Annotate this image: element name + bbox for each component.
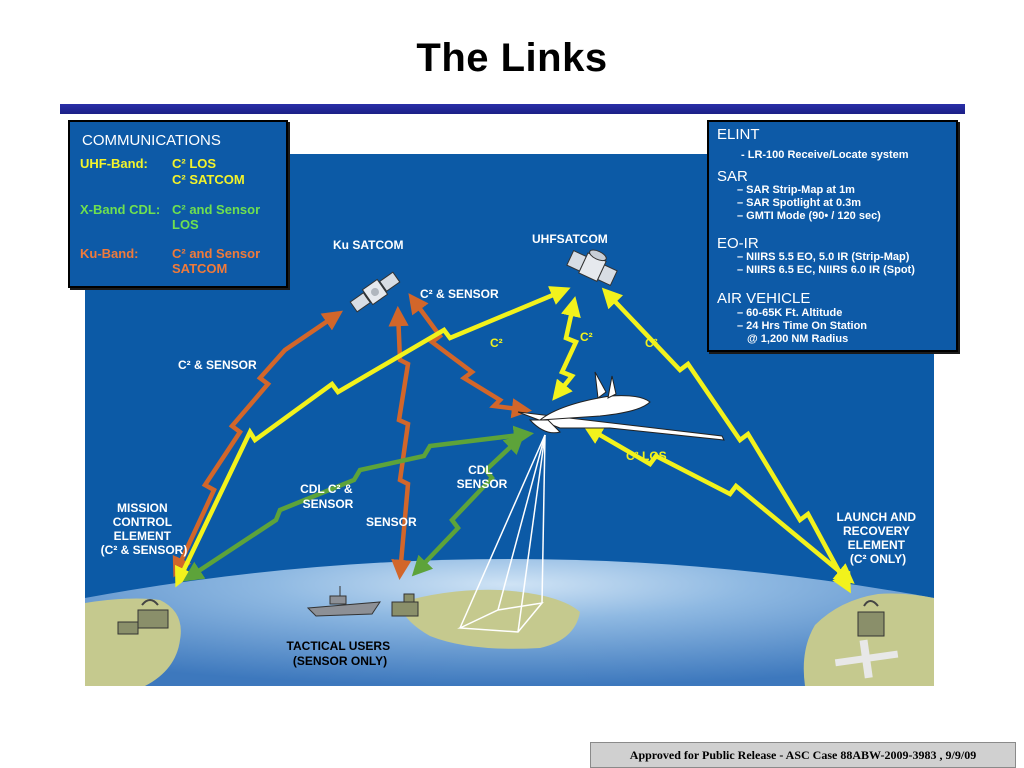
sar-item: – GMTI Mode (90• / 120 sec) (737, 210, 881, 222)
tactical-ship-icon (306, 586, 381, 617)
air-vehicle-item: – 60-65K Ft. Altitude (737, 307, 843, 319)
eoir-heading: EO-IR (717, 235, 759, 252)
launch-recovery-line: ELEMENT (848, 538, 906, 552)
title-divider (60, 104, 965, 114)
c2-label-b: C² (580, 330, 593, 344)
cdl-c2-sensor-line: CDL C² & (300, 482, 353, 496)
uhf-link-satcom-to-aircraft (552, 296, 581, 401)
c2-sensor-left-label: C² & SENSOR (178, 358, 257, 372)
ku-satellite-icon (349, 271, 401, 313)
mission-control-line: ELEMENT (114, 529, 172, 543)
tactical-users-line: (SENSOR ONLY) (293, 654, 387, 668)
cdl-sensor-label: CDL SENSOR (457, 463, 508, 491)
launch-recovery-line: (C² ONLY) (850, 552, 906, 566)
ku-band-value: SATCOM (172, 261, 228, 276)
ku-satcom-label: Ku SATCOM (333, 238, 403, 252)
communications-heading: COMMUNICATIONS (82, 132, 221, 149)
elint-item: - LR-100 Receive/Locate system (741, 149, 909, 161)
sar-item: – SAR Spotlight at 0.3m (737, 197, 862, 209)
tactical-users-label: TACTICAL USERS (SENSOR ONLY) (287, 639, 394, 668)
ku-band-value: C² and Sensor (172, 246, 261, 261)
launch-recovery-facility-icon (857, 600, 885, 637)
eoir-item: – NIIRS 5.5 EO, 5.0 IR (Strip-Map) (737, 251, 910, 263)
air-vehicle-heading: AIR VEHICLE (717, 290, 811, 307)
cdl-c2-sensor-line: SENSOR (303, 497, 354, 511)
uhf-band-value: C² LOS (172, 156, 217, 171)
mission-control-line: (C² & SENSOR) (101, 543, 188, 557)
ku-band-label: Ku-Band: (80, 246, 139, 261)
cdl-c2-sensor-label: CDL C² & SENSOR (300, 482, 356, 511)
tactical-users-line: TACTICAL USERS (287, 639, 391, 653)
c2-sensor-top-label: C² & SENSOR (420, 287, 499, 301)
launch-recovery-line: RECOVERY (843, 524, 910, 538)
cdl-links (182, 425, 535, 582)
eoir-item: – NIIRS 6.5 EC, NIIRS 6.0 IR (Spot) (737, 264, 915, 276)
c2-label-c: C² (645, 336, 658, 350)
uhf-satcom-label: UHFSATCOM (532, 232, 608, 246)
c2-los-label: C² LOS (626, 449, 667, 463)
xband-value: C² and Sensor (172, 202, 261, 217)
capabilities-panel: ELINT - LR-100 Receive/Locate system SAR… (707, 120, 958, 352)
cdl-sensor-line: CDL (468, 463, 492, 477)
cdl-sensor-line: SENSOR (457, 477, 508, 491)
mission-control-line: CONTROL (113, 515, 172, 529)
communications-panel: COMMUNICATIONS UHF-Band: C² LOS C² SATCO… (68, 120, 288, 288)
elint-heading: ELINT (717, 126, 760, 143)
mission-control-label: MISSION CONTROL ELEMENT (C² & SENSOR) (101, 501, 188, 557)
uhf-link-los-aircraft-to-lre (582, 424, 855, 584)
mission-control-line: MISSION (117, 501, 168, 515)
uhf-band-value: C² SATCOM (172, 172, 245, 187)
global-hawk-aircraft-icon (517, 371, 725, 441)
c2-label-a: C² (490, 336, 503, 350)
xband-label: X-Band CDL: (80, 202, 161, 217)
mission-control-facility-icon (117, 599, 169, 635)
release-footer: Approved for Public Release - ASC Case 8… (590, 742, 1016, 768)
uhf-band-label: UHF-Band: (80, 156, 148, 171)
air-vehicle-item: @ 1,200 NM Radius (747, 333, 849, 345)
uhf-satellite-icon (566, 249, 618, 287)
sensor-label: SENSOR (366, 515, 417, 529)
tactical-ground-station-icon (391, 593, 419, 617)
slide-title: The Links (416, 36, 608, 80)
cdl-link-aircraft-to-tactical (411, 433, 525, 577)
launch-recovery-line: LAUNCH AND (837, 510, 917, 524)
xband-value: LOS (172, 217, 199, 232)
sar-heading: SAR (717, 168, 748, 185)
runway-icon (834, 639, 899, 679)
launch-recovery-label: LAUNCH AND RECOVERY ELEMENT (C² ONLY) (837, 510, 920, 566)
air-vehicle-item: – 24 Hrs Time On Station (737, 320, 868, 332)
sar-item: – SAR Strip-Map at 1m (737, 184, 855, 196)
